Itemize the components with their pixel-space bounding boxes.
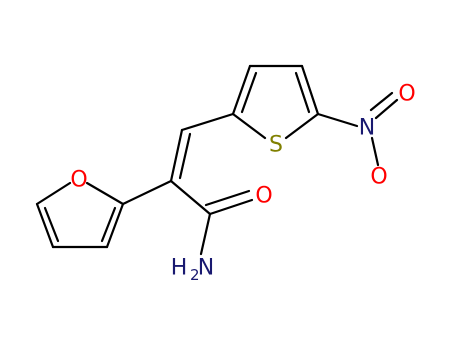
bond-thio-c4-c5-inner	[294, 71, 311, 114]
bond-nitro-n-o-bottom	[370, 136, 380, 167]
bond-thio-c5-nitro-n	[316, 112, 359, 128]
amide-h-subscript: 2	[190, 266, 200, 284]
bond-camide-o	[208, 198, 254, 216]
nitro-oxygen-top-label: O	[398, 82, 415, 107]
nitro-nitrogen-label: N	[359, 116, 375, 141]
bond-calpha-cbeta	[169, 128, 184, 183]
bond-camide-o-2	[204, 189, 251, 207]
amide-n-label: N	[198, 256, 214, 281]
bond-c2-calpha	[121, 179, 173, 206]
furan-oxygen-label: O	[70, 168, 87, 193]
bond-furan-o-c2	[85, 181, 125, 206]
bond-furan-c4-c5	[35, 202, 55, 249]
amide-nitrogen-label: H 2 N	[171, 255, 215, 284]
bond-camide-n	[199, 212, 212, 256]
bond-thio-c4-c5	[300, 64, 320, 116]
amide-h-label: H	[171, 256, 188, 281]
nitro-group	[316, 91, 399, 167]
acrylamide-chain	[121, 112, 254, 256]
nitro-oxygen-bottom-label: O	[370, 165, 387, 190]
bond-thio-s-c2	[231, 112, 267, 140]
thiophene-sulfur-label: S	[269, 133, 283, 158]
bond-furan-c2-c3-inner	[100, 206, 117, 243]
bond-nitro-n-o-top	[374, 98, 399, 120]
bond-nitro-n-o-top-2	[369, 91, 394, 112]
bond-calpha-camide	[169, 179, 212, 216]
bond-furan-c2-c3	[105, 202, 125, 249]
bond-calpha-cbeta-inner	[178, 132, 192, 180]
bond-furan-c4-c5-inner	[43, 206, 60, 243]
carbonyl-oxygen-label: O	[255, 184, 272, 209]
furan-ring	[35, 181, 125, 249]
bond-furan-c5-o	[35, 181, 72, 206]
bond-thio-c5-s	[284, 112, 320, 140]
bond-cbeta-thio-c2	[180, 112, 235, 132]
bond-thio-c2-c3	[231, 64, 252, 116]
thiophene-ring	[231, 64, 320, 140]
bond-thio-c2-c3-inner	[240, 71, 258, 114]
atom-labels: O O H 2 N S N O O	[70, 82, 415, 285]
